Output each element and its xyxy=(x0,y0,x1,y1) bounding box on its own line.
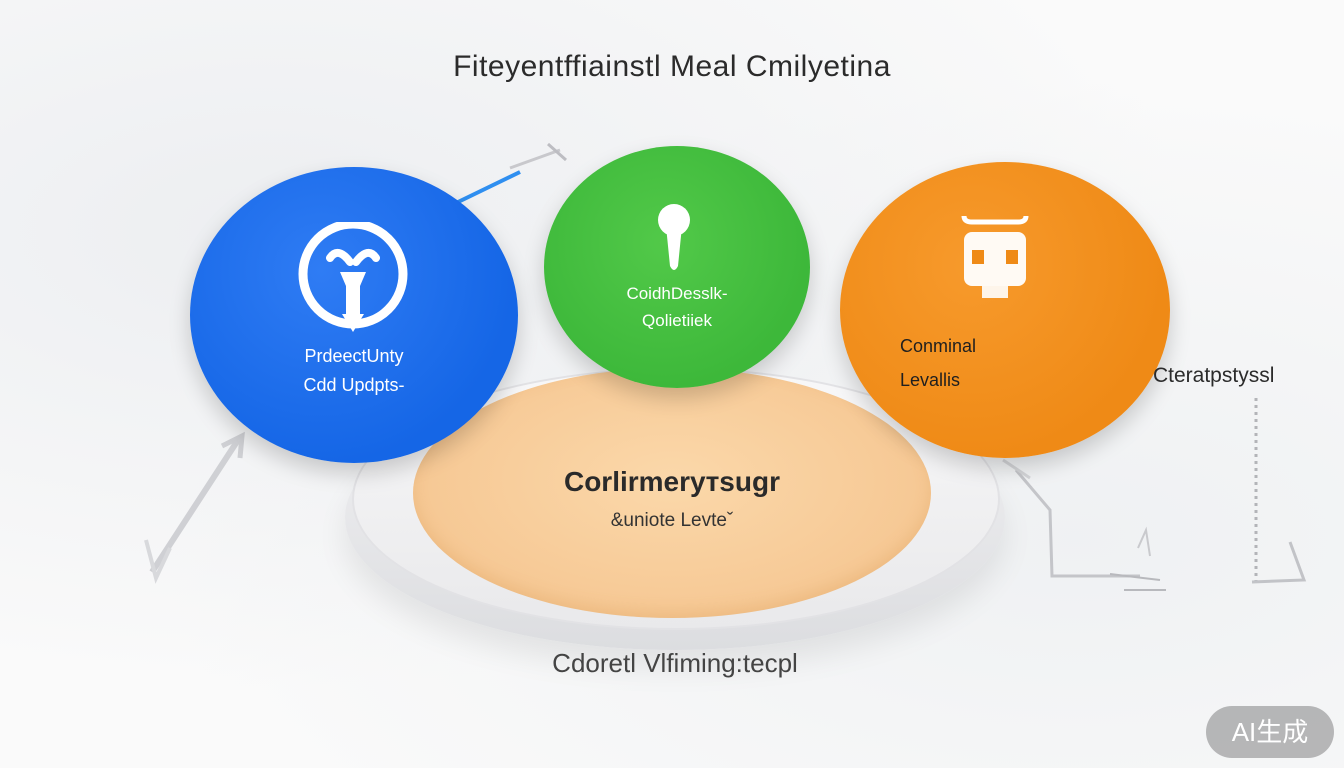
diagram-title: Fiteyentffiainstl Meal Cmilyetina xyxy=(453,50,891,83)
circle-orange-label: Conminal Levallis xyxy=(900,329,1076,397)
side-label: Cteratpstyssl xyxy=(1153,364,1275,387)
circle-green-line2: Qolietiiek xyxy=(642,311,712,330)
circle-blue-label: PrdeectUnty Cdd Updpts- xyxy=(190,342,518,400)
lightbulb-icon xyxy=(298,222,408,332)
circle-blue-line2: Cdd Updpts- xyxy=(303,375,405,395)
circle-orange xyxy=(840,162,1170,458)
robot-icon xyxy=(961,215,1029,298)
ai-generated-badge: AI生成 xyxy=(1206,706,1334,758)
circle-green-label: CoidhDesslk- Qolietiiek xyxy=(544,280,810,334)
circle-blue-line1: PrdeectUnty xyxy=(304,346,404,366)
circle-orange-line1: Conminal xyxy=(900,336,977,356)
circle-green-line1: CoidhDesslk- xyxy=(626,284,728,303)
core-disc xyxy=(413,368,931,618)
connector-bracket-right xyxy=(1014,469,1140,578)
core-title: Corlirmeryтsugr xyxy=(563,466,780,497)
keyhole-icon xyxy=(658,204,690,270)
base-label: Cdoretl Vlfiming:tecpl xyxy=(552,648,798,678)
connector-arrow-left xyxy=(149,438,241,574)
core-subtitle: &uniote Levteˇ xyxy=(610,510,734,531)
circle-orange-line2: Levallis xyxy=(900,370,961,390)
connector-arrow-blue xyxy=(455,170,521,205)
